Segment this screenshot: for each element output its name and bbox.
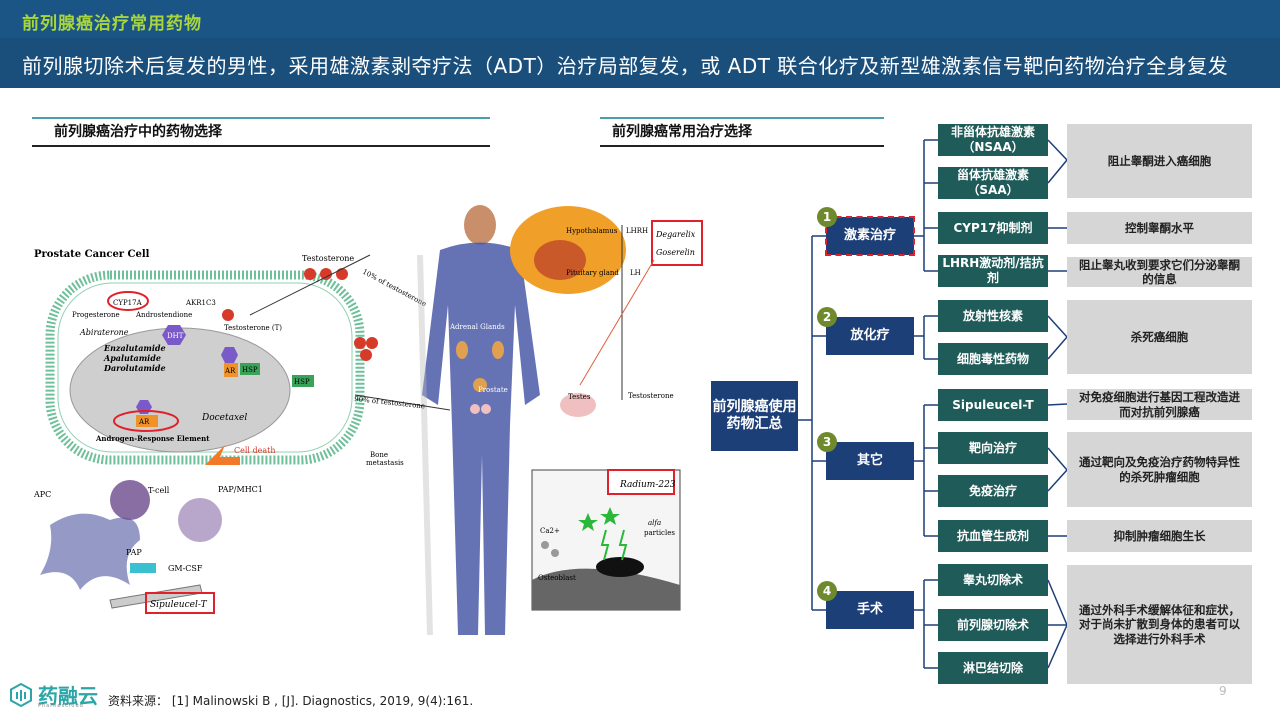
label-sipuleucel: Sipuleucel-T [150,600,208,610]
item-angio: 抗血管生成剂 [938,520,1048,552]
left-section-title: 前列腺癌治疗中的药物选择 [32,117,490,147]
page-number: 9 [1219,684,1227,698]
item-sipuleucel: Sipuleucel-T [938,389,1048,421]
label-akr1c3: AKR1C3 [185,299,216,307]
item-radionuclide: 放射性核素 [938,300,1048,332]
category-number-3: 3 [817,432,837,452]
item-lhrh: LHRH激动剂/拮抗剂 [938,255,1048,287]
label-progesterone: Progesterone [72,311,120,319]
label-testosterone-t: Testosterone (T) [224,324,282,332]
category-other: 其它 [826,442,914,480]
label-pituitary: Pituitary gland [566,269,619,277]
item-immune: 免疫治疗 [938,475,1048,507]
label-androstendione: Androstendione [135,311,192,319]
label-particles: particles [644,529,675,537]
desc-kill: 杀死癌细胞 [1067,300,1252,374]
label-gmcsf: GM-CSF [168,564,203,573]
label-testosterone-right: Testosterone [628,392,674,400]
cell-title: Prostate Cancer Cell [34,249,150,260]
label-darolutamide: Darolutamide [103,363,166,373]
label-bone: Bone [370,451,388,459]
label-cyp17a: CYP17A [113,299,143,307]
label-lhrh: LHRH [626,227,648,235]
item-prostatectomy: 前列腺切除术 [938,609,1048,641]
desc-targeted: 通过靶向及免疫治疗药物特异性的杀死肿瘤细胞 [1067,432,1252,507]
label-cell-death: Cell death [234,446,276,455]
item-targeted: 靶向治疗 [938,432,1048,464]
tree-root: 前列腺癌使用药物汇总 [711,381,798,451]
desc-sipuleucel: 对免疫细胞进行基因工程改造进而对抗前列腺癌 [1067,389,1252,420]
category-hormone-therapy: 激素治疗 [825,216,915,256]
label-ca2: Ca2+ [540,527,560,535]
label-hsp-b: HSP [294,378,310,386]
label-tcell: T-cell [148,486,170,495]
label-are: Androgen-Response Element [95,434,210,443]
label-alfa: alfa [648,519,661,527]
item-cyp17-inhibitor: CYP17抑制剂 [938,212,1048,244]
label-osteoblast: Osteoblast [538,574,576,582]
brand-logo: 药融云 Pharnexcloud [8,680,98,709]
label-hypothalamus: Hypothalamus [566,227,618,235]
brand-name: 药融云 [38,684,98,708]
header-banner: 前列腺癌治疗常用药物 前列腺切除术后复发的男性，采用雄激素剥夺疗法（ADT）治疗… [0,0,1280,88]
prostate-treatment-figure: Prostate Cancer Cell Testosterone 10% of… [33,205,703,636]
label-lh: LH [630,269,641,277]
source-citation: 资料来源： [1] Malinowski B , [J]. Diagnostic… [108,694,474,708]
category-radio-chemo: 放化疗 [826,317,914,355]
label-hsp-a: HSP [242,366,258,374]
label-testosterone-top: Testosterone [302,254,354,263]
label-ar: AR [138,418,150,426]
desc-block: 阻止睾酮进入癌细胞 [1067,124,1252,198]
label-enzalutamide: Enzalutamide [103,343,166,353]
label-radium: Radium-223 [619,480,676,490]
brand-hexagon-icon [10,682,32,707]
label-apalutamide: Apalutamide [103,353,161,363]
item-nsaa: 非甾体抗雄激素（NSAA） [938,124,1048,156]
header-kicker: 前列腺癌治疗常用药物 [22,14,202,34]
header-topline [0,0,1280,38]
label-prostate: Prostate [478,386,508,394]
label-docetaxel: Docetaxel [201,413,247,423]
label-ar-small: AR [224,367,236,375]
item-saa: 甾体抗雄激素（SAA） [938,167,1048,199]
category-number-1: 1 [817,207,837,227]
category-surgery: 手术 [826,591,914,629]
item-orchiectomy: 睾丸切除术 [938,564,1048,596]
desc-control: 控制睾酮水平 [1067,212,1252,244]
label-abiraterone: Abiraterone [79,328,129,337]
label-dht: DHT [167,332,184,340]
label-adrenal: Adrenal Glands [449,323,505,331]
label-testes: Testes [568,393,591,401]
right-section-title: 前列腺癌常用治疗选择 [600,117,884,147]
label-goserelin: Goserelin [656,248,695,257]
desc-lhrh: 阻止睾丸收到要求它们分泌睾酮的信息 [1067,257,1252,287]
desc-angio: 抑制肿瘤细胞生长 [1067,520,1252,552]
label-metastasis: metastasis [366,459,404,467]
brand-subtitle: Pharnexcloud [38,703,84,709]
desc-surgery: 通过外科手术缓解体征和症状，对于尚未扩散到身体的患者可以选择进行外科手术 [1067,565,1252,684]
item-cytotoxic: 细胞毒性药物 [938,343,1048,375]
label-degarelix: Degarelix [655,230,696,239]
category-number-4: 4 [817,581,837,601]
header-headline: 前列腺切除术后复发的男性，采用雄激素剥夺疗法（ADT）治疗局部复发，或 ADT … [22,54,1229,78]
label-apc: APC [33,490,51,499]
label-pap: PAP [126,548,142,557]
label-pap-mhc: PAP/MHC1 [218,485,263,494]
item-lymph: 淋巴结切除 [938,652,1048,684]
category-number-2: 2 [817,307,837,327]
